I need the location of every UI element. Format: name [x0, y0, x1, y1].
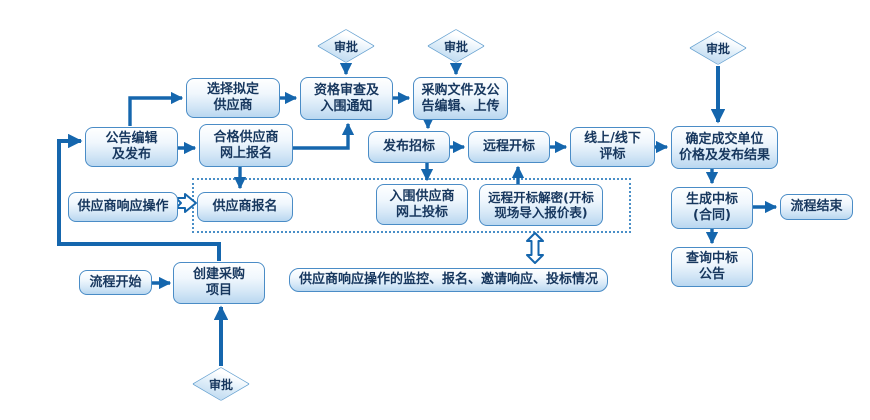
- flow-node-supplier-response: 供应商响应操作: [68, 192, 178, 222]
- flow-node-monitor-bar: 供应商响应操作的监控、报名、邀请响应、投标情况: [289, 268, 608, 292]
- flow-node-process-end: 流程结束: [780, 194, 853, 220]
- flow-node-create-project: 创建采购 项目: [173, 262, 265, 304]
- flow-node-publish-bidding: 发布招标: [368, 131, 450, 163]
- node-label: 查询中标 公告: [685, 251, 738, 282]
- node-label: 采购文件及公 告编辑、上传: [421, 82, 500, 114]
- block-arrow-decrypt-monitor-icon: [526, 232, 544, 264]
- node-label: 资格审查及 入围通知: [313, 82, 379, 114]
- flow-node-remote-bid-opening: 远程开标: [468, 131, 550, 163]
- node-label: 远程开标解密(开标 现场导入报价表): [488, 189, 594, 220]
- diamond-approval-4: 审批: [192, 367, 250, 401]
- diamond-label: 审批: [208, 377, 233, 392]
- node-label: 合格供应商 网上报名: [213, 129, 279, 161]
- node-label: 供应商响应操作: [77, 199, 169, 215]
- diamond-approval-1: 审批: [317, 29, 375, 63]
- node-label: 流程结束: [790, 199, 843, 215]
- flow-node-shortlisted-bidding: 入围供应商 网上投标: [376, 184, 468, 225]
- node-label: 发布招标: [382, 139, 435, 155]
- flow-node-procurement-docs: 采购文件及公 告编辑、上传: [413, 77, 508, 120]
- arrow-announce-to-select: [128, 91, 184, 126]
- diamond-label: 审批: [705, 41, 730, 56]
- flow-node-confirm-result: 确定成交单位 价格及发布结果: [671, 126, 778, 169]
- flow-node-evaluation: 线上/线下 评标: [570, 127, 655, 167]
- diamond-label: 审批: [333, 39, 358, 54]
- flow-node-generate-award: 生成中标 (合同): [671, 187, 753, 229]
- diamond-label: 审批: [443, 39, 468, 54]
- node-label: 线上/线下 评标: [584, 131, 641, 162]
- node-label: 远程开标: [482, 139, 535, 155]
- node-label: 供应商响应操作的监控、报名、邀请响应、投标情况: [298, 272, 598, 288]
- block-arrow-response-to-signup-icon: [175, 193, 197, 213]
- node-label: 生成中标 (合同): [685, 192, 738, 223]
- flow-node-process-start: 流程开始: [79, 270, 152, 295]
- flow-node-supplier-signup: 供应商报名: [197, 192, 293, 222]
- flow-node-qualified-signup: 合格供应商 网上报名: [199, 124, 293, 167]
- flow-node-remote-decrypt: 远程开标解密(开标 现场导入报价表): [479, 184, 603, 226]
- node-label: 创建采购 项目: [192, 267, 245, 298]
- node-label: 确定成交单位 价格及发布结果: [678, 131, 770, 163]
- node-label: 流程开始: [89, 274, 142, 290]
- diamond-approval-2: 审批: [427, 29, 485, 63]
- node-label: 公告编辑 及发布: [105, 131, 158, 162]
- arrow-qualified-to-review: [293, 122, 355, 150]
- flow-node-select-supplier: 选择拟定 供应商: [186, 78, 280, 118]
- node-label: 入围供应商 网上投标: [389, 188, 455, 220]
- node-label: 供应商报名: [212, 199, 278, 215]
- node-label: 选择拟定 供应商: [206, 82, 259, 113]
- flow-node-qualification-review: 资格审查及 入围通知: [300, 77, 393, 120]
- flow-node-announce-edit: 公告编辑 及发布: [85, 127, 178, 167]
- flow-node-query-announcement: 查询中标 公告: [671, 247, 753, 287]
- diamond-approval-3: 审批: [689, 31, 747, 65]
- arrow-create-to-announce: [57, 133, 221, 261]
